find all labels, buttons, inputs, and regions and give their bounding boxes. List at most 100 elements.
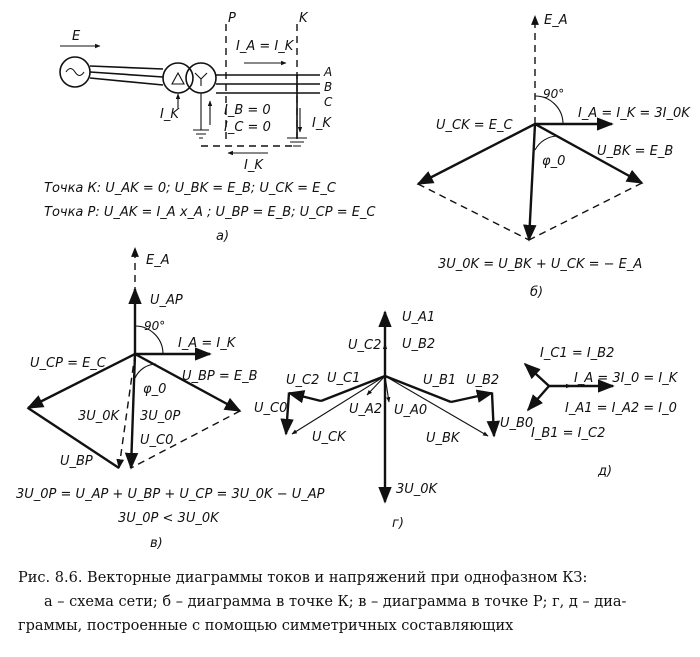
line-phase-c-left (89, 77, 164, 86)
uap-label: U_AP (150, 293, 183, 308)
ic-zero-label: I_C = 0 (224, 120, 271, 135)
ubk-label: U_BK = E_B (597, 144, 673, 159)
vector-ubk (534, 122, 644, 185)
equation-1: 3U_0P = U_AP + U_BP + U_CP = 3U_0K − U_A… (16, 487, 325, 502)
uck-label: U_CK = E_C (436, 118, 513, 133)
ik-left-label: I_K (160, 107, 180, 122)
angle-90-label: 90° (543, 87, 564, 101)
uc2-top-label: U_C2 (348, 338, 381, 353)
vector-ubp (134, 352, 242, 413)
u0k-label: 3U_0K (396, 482, 439, 497)
tag-g: г) (392, 516, 404, 531)
ik-right-label: I_K (312, 116, 332, 131)
line-phase-a-left (89, 65, 164, 70)
ia-label: I_A = 3I_0 = I_K (574, 371, 679, 386)
uck-label: U_CK (312, 430, 347, 445)
phase-b-label: B (324, 80, 332, 94)
current-ia-ik-label: I_A = I_K (236, 39, 295, 54)
delta-icon (171, 71, 185, 85)
phase-a-label: A (323, 65, 332, 79)
vector-ua2 (366, 375, 386, 396)
sine-icon (65, 67, 85, 77)
transformer-wye-winding (185, 62, 217, 94)
vector-ic1 (523, 362, 550, 387)
phi-label: φ_0 (542, 154, 565, 169)
tag-b: б) (530, 285, 543, 300)
line-phase-b-left (89, 71, 164, 78)
ubk-label: U_BK (426, 431, 461, 446)
ub1-label: U_B1 (423, 373, 456, 388)
uc0-label: U_C0 (254, 401, 287, 416)
angle-arc-90 (134, 325, 164, 355)
ubp-shifted (27, 406, 120, 470)
figure-caption: Рис. 8.6. Векторные диаграммы токов и на… (18, 570, 627, 634)
ib-zero-label: I_B = 0 (224, 103, 271, 118)
uc2-label: U_C2 (286, 373, 319, 388)
vector-ubk (384, 375, 489, 437)
u0p-label: 3U_0P (140, 409, 181, 424)
transformer-delta-winding (162, 62, 194, 94)
point-p-equation: Точка Р: U_AK = I_A x_A ; U_BP = E_B; U_… (44, 205, 376, 220)
vector-ub1 (384, 374, 452, 404)
current-label: I_A = I_K (178, 336, 237, 351)
caption-line-1: Рис. 8.6. Векторные диаграммы токов и на… (18, 570, 587, 586)
parallelogram-left (417, 183, 530, 241)
network-scheme: E P K I_A = I_K A B C I_K I_B = 0 I_C = … (44, 11, 376, 244)
ucp-label: U_CP = E_C (30, 356, 107, 371)
uc0-label: U_C0 (140, 433, 173, 448)
ua0-label: U_A0 (394, 403, 427, 418)
wye-icon (194, 72, 208, 86)
diagram-point-p: E_A U_AP 90° I_A = I_K U_CP = E_C U_BP =… (16, 247, 325, 551)
caption-line-3: граммы, построенные с помощью симметричн… (18, 618, 513, 634)
diagram-currents: I_C1 = I_B2 I_A = 3I_0 = I_K I_A1 = I_A2… (523, 346, 679, 479)
angle-arc-90 (534, 95, 564, 125)
u0k-label: 3U_0K (78, 409, 121, 424)
ground-icon-neutral (193, 129, 209, 139)
vector-uck (416, 122, 536, 186)
phi-arc (134, 363, 157, 379)
point-k-label: K (299, 11, 309, 26)
tag-v: в) (150, 536, 163, 551)
vector-ub2 (450, 389, 494, 404)
vector-ucp (26, 352, 136, 410)
caption-line-2: а – схема сети; б – диаграмма в точке К;… (44, 594, 627, 610)
vector-ib1 (526, 385, 550, 412)
ic1-label: I_C1 = I_B2 (540, 346, 614, 361)
ea-label: E_A (544, 13, 568, 28)
diagram-point-k: E_A 90° I_A = I_K = 3I_0K U_CK = E_C U_B… (416, 13, 691, 300)
point-p-label: P (228, 11, 236, 26)
ib1-label: I_B1 = I_C2 (531, 426, 605, 441)
current-label: I_A = I_K = 3I_0K (578, 106, 691, 121)
ea-label: E_A (146, 253, 170, 268)
ub0-label: U_B0 (500, 416, 533, 431)
vector-uc1 (320, 374, 386, 403)
ik-ground-label: I_K (244, 158, 264, 173)
ub2-label: U_B2 (466, 373, 499, 388)
parallelogram-right (130, 410, 241, 469)
emf-label: E (72, 29, 81, 44)
phase-c-label: C (324, 95, 333, 109)
point-k-equation: Точка К: U_AK = 0; U_BK = E_B; U_CK = E_… (44, 181, 337, 196)
bottom-equation: 3U_0K = U_BK + U_CK = − E_A (438, 257, 642, 272)
ubp-eb-label: U_BP = E_B (182, 369, 258, 384)
vector-3u0k (523, 123, 537, 242)
vector-uc0 (280, 392, 294, 436)
ground-icon-fault (287, 137, 307, 147)
phi-arc (534, 135, 559, 151)
vector-uc2 (287, 390, 322, 404)
angle-90-label: 90° (144, 319, 165, 333)
equation-2: 3U_0P < 3U_0K (118, 511, 220, 526)
ia1-label: I_A1 = I_A2 = I_0 (565, 401, 677, 416)
vector-ub0 (486, 392, 501, 438)
ua2-label: U_A2 (349, 402, 382, 417)
ub2-top-label: U_B2 (402, 337, 435, 352)
tag-d: д) (597, 464, 612, 479)
ua1-label: U_A1 (402, 310, 435, 325)
phi-label: φ_0 (143, 382, 166, 397)
vector-uck (291, 375, 386, 435)
ubp-label: U_BP (60, 454, 93, 469)
tag-a: a) (216, 229, 229, 244)
uc1-label: U_C1 (327, 371, 360, 386)
parallelogram-right (528, 182, 643, 241)
